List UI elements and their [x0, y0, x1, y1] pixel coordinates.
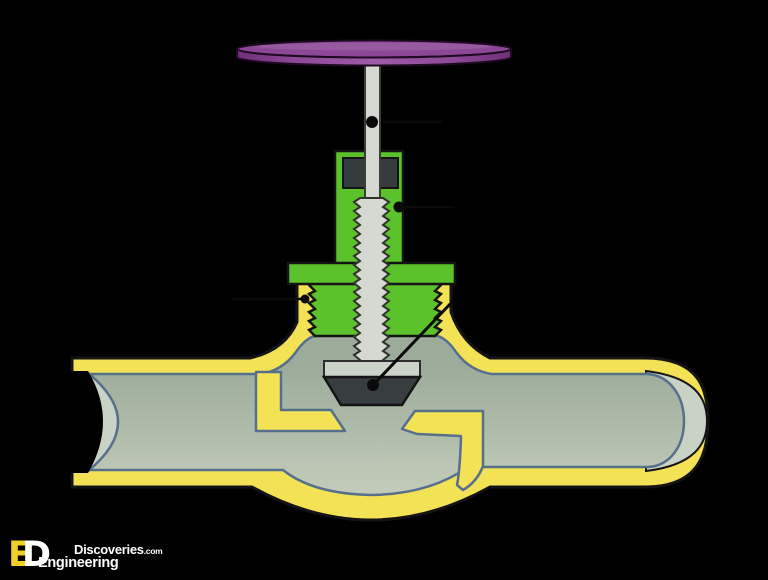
stem-thread: [352, 197, 391, 370]
logo-tld-text: .com: [143, 546, 163, 556]
logo-brand-text: Discoveries: [74, 542, 144, 557]
seat-baffle-right: [400, 409, 485, 492]
callout-dot-plug: [367, 379, 379, 391]
valve-plug: [321, 375, 423, 407]
callout-dot-bonnet: [393, 201, 405, 213]
logo-division-text: Engineering: [38, 555, 119, 571]
handwheel: [236, 48, 512, 67]
left-pipe-opening: [70, 371, 103, 473]
callout-line-plug: [372, 300, 454, 386]
callout-dot-stem: [366, 116, 378, 128]
callout-dot-body-thread: [300, 294, 310, 304]
handwheel-highlight: [256, 42, 492, 51]
plug-holder-band: [323, 360, 421, 378]
logo-monogram-d: D: [22, 535, 52, 575]
pipe-cut-crescent-edge: [87, 372, 120, 472]
pipe-bore-interior: [86, 333, 686, 497]
seat-baffle-left: [254, 370, 347, 433]
logo-brand-line: Discoveries.com: [74, 542, 163, 558]
logo-monogram-e: E: [8, 535, 32, 575]
engineering-discoveries-logo: E D Discoveries.com Engineering: [8, 538, 228, 580]
